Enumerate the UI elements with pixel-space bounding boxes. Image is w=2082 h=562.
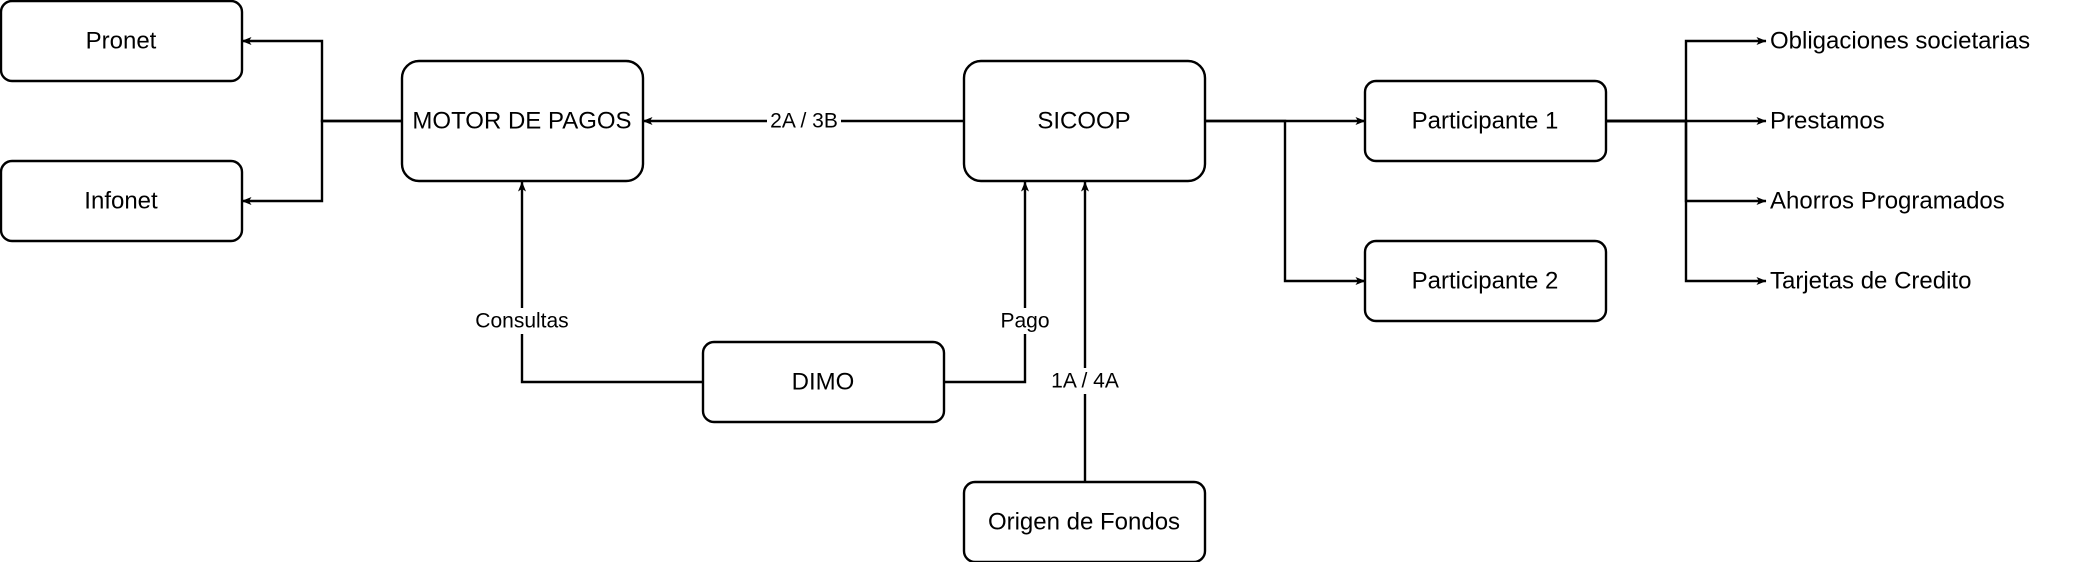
node-dimo[interactable]: DIMO (701, 340, 946, 424)
node-sicoop-label: SICOOP (1037, 108, 1130, 135)
node-participante-1-label: Participante 1 (1412, 108, 1559, 135)
target-labels: Obligaciones societarias Prestamos Ahorr… (1770, 28, 2030, 295)
node-participante-2-label: Participante 2 (1412, 268, 1559, 295)
node-motor-de-pagos-label: MOTOR DE PAGOS (412, 108, 631, 135)
node-sicoop[interactable]: SICOOP (962, 59, 1207, 183)
edge-label-2a3b: 2A / 3B (770, 110, 838, 133)
target-tarjetas-de-credito: Tarjetas de Credito (1770, 268, 1971, 295)
edge-label-1a4a: 1A / 4A (1051, 370, 1119, 393)
edge-dimo-to-motor (518, 181, 703, 384)
node-motor-de-pagos[interactable]: MOTOR DE PAGOS (400, 59, 645, 183)
edge-label-bg-pago (997, 308, 1053, 334)
node-participante-1[interactable]: Participante 1 (1363, 79, 1608, 163)
target-ahorros-programados: Ahorros Programados (1770, 188, 2005, 215)
edge-label-consultas: Consultas (475, 310, 568, 333)
edge-motor-to-infonet (241, 119, 402, 205)
node-infonet-label: Infonet (84, 188, 158, 215)
edge-motor-to-pronet (241, 37, 402, 123)
node-origen-de-fondos[interactable]: Origen de Fondos (962, 480, 1207, 562)
node-pronet-label: Pronet (86, 28, 157, 55)
edge-dimo-to-sicoop (944, 181, 1029, 384)
node-infonet[interactable]: Infonet (0, 159, 244, 243)
edge-participante-to-obligaciones (1606, 37, 1767, 123)
edges (241, 37, 1767, 482)
node-participante-2[interactable]: Participante 2 (1363, 239, 1608, 323)
edge-label-bg-consultas (471, 308, 573, 334)
node-dimo-label: DIMO (792, 369, 855, 396)
edge-labels: 2A / 3B Consultas Pago 1A / 4A (471, 108, 1123, 394)
target-prestamos: Prestamos (1770, 108, 1885, 135)
edge-label-pago: Pago (1000, 310, 1049, 333)
edge-label-bg-1a4a (1047, 368, 1123, 394)
target-obligaciones-societarias: Obligaciones societarias (1770, 28, 2030, 55)
node-pronet[interactable]: Pronet (0, 0, 244, 83)
edge-participante-to-tarjetas (1606, 119, 1767, 285)
nodes: Pronet Infonet MOTOR DE PAGOS SICOOP Par… (0, 0, 1608, 562)
node-origen-de-fondos-label: Origen de Fondos (988, 509, 1180, 536)
edge-sicoop-to-participante-2 (1205, 119, 1366, 285)
edge-label-bg-2a3b (767, 108, 841, 134)
